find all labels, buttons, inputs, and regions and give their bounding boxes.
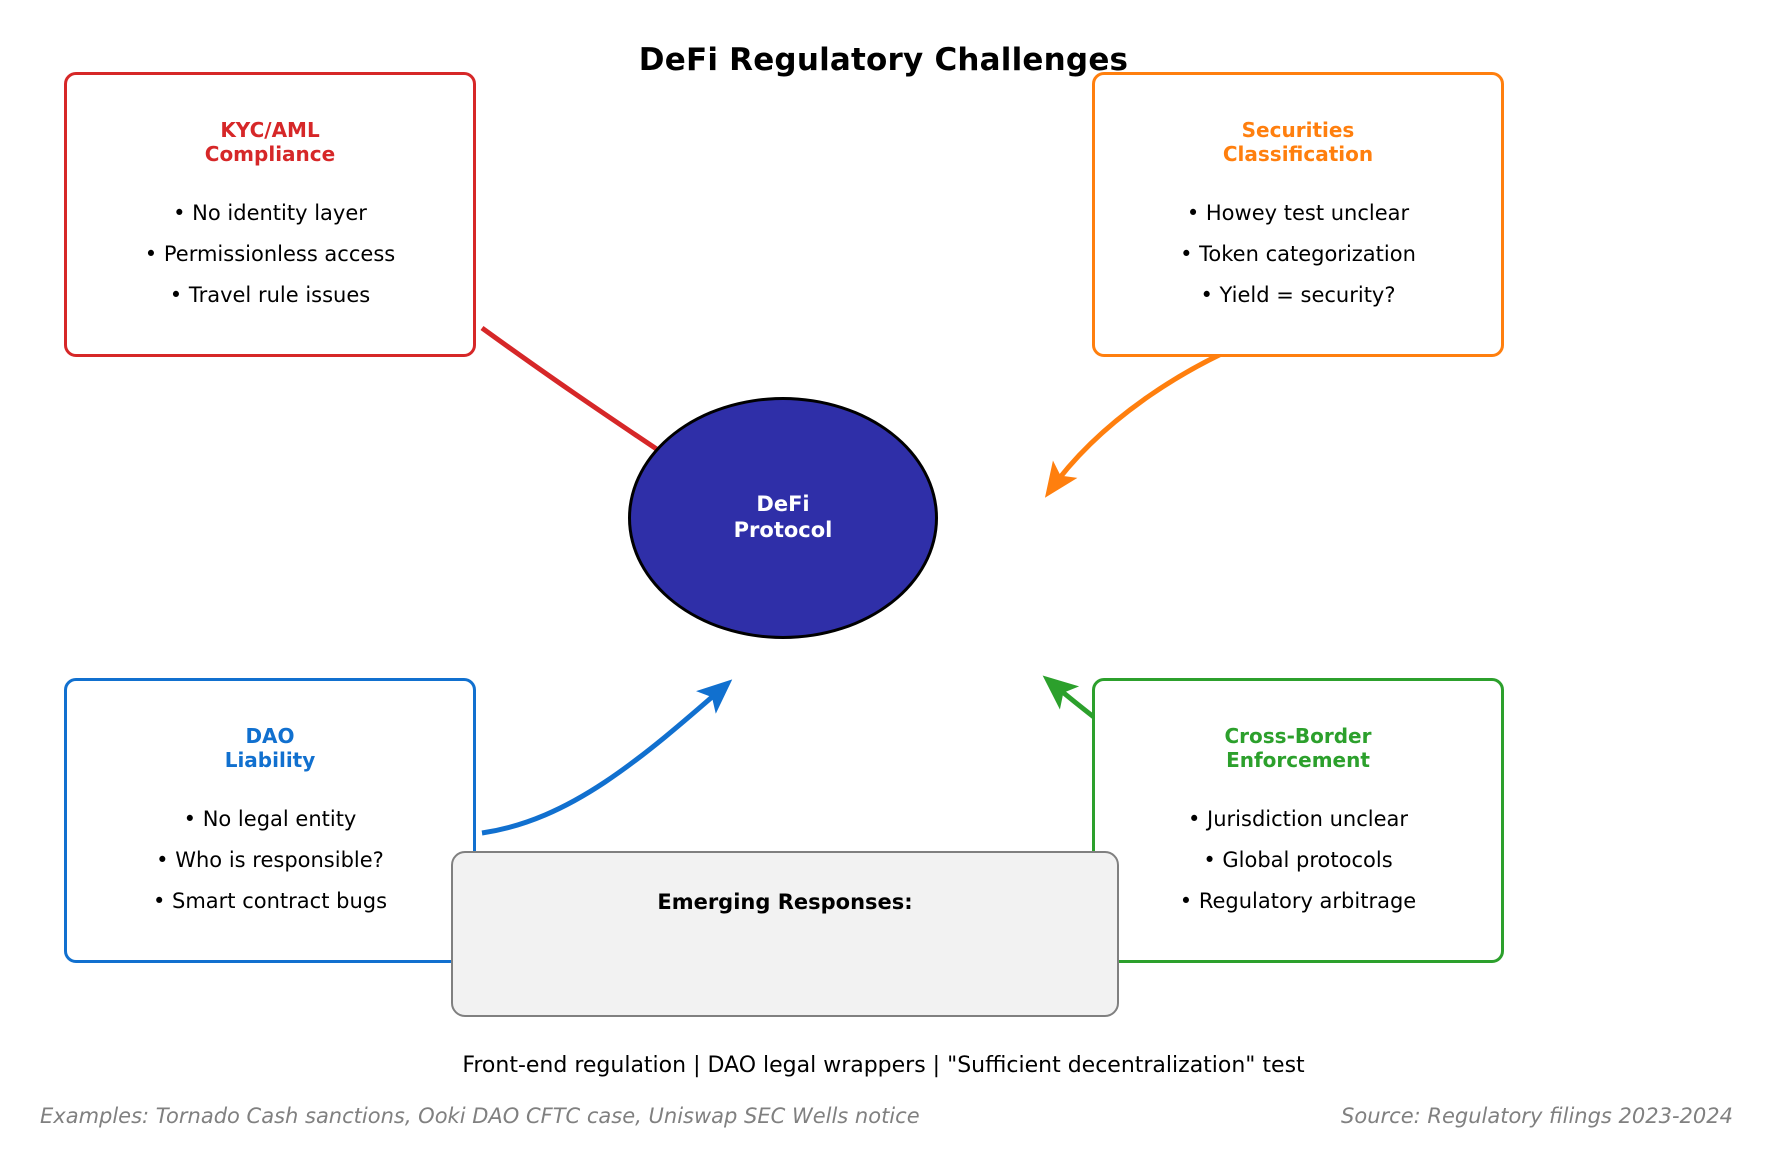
emerging-responses-panel: Emerging Responses: (451, 851, 1119, 1017)
challenge-box-crossborder-bullets: • Jurisdiction unclear • Global protocol… (1095, 799, 1501, 922)
challenge-box-crossborder-title: Cross-Border Enforcement (1224, 724, 1372, 773)
bullet-item: • Jurisdiction unclear (1187, 806, 1408, 831)
bullet-item: • Regulatory arbitrage (1179, 888, 1417, 913)
arrow-dao-to-protocol (481, 679, 733, 836)
bullet-item: • Global protocols (1203, 847, 1393, 872)
challenge-box-securities[interactable]: Securities Classification • Howey test u… (1092, 72, 1504, 357)
challenge-box-securities-bullets: • Howey test unclear • Token categorizat… (1095, 193, 1501, 316)
bullet-item: • Who is responsible? (156, 847, 384, 872)
bullet-item: • No legal entity (183, 806, 357, 831)
bullet-item: • Travel rule issues (169, 282, 371, 307)
challenge-box-dao-bullets: • No legal entity • Who is responsible? … (67, 799, 473, 922)
challenge-box-crossborder[interactable]: Cross-Border Enforcement • Jurisdiction … (1092, 678, 1504, 963)
page-title: DeFi Regulatory Challenges (638, 42, 1129, 78)
bullet-item: • No identity layer (173, 200, 367, 225)
challenge-box-dao-title: DAO Liability (224, 724, 316, 773)
bullet-item: • Smart contract bugs (152, 888, 388, 913)
emerging-responses-heading: Emerging Responses: (657, 890, 913, 914)
footer-examples: Examples: Tornado Cash sanctions, Ooki D… (40, 1104, 920, 1128)
challenge-box-kyc[interactable]: KYC/AML Compliance • No identity layer •… (64, 72, 476, 357)
emerging-responses-detail: Front-end regulation | DAO legal wrapper… (462, 1053, 1305, 1078)
challenge-box-securities-title: Securities Classification (1222, 118, 1374, 167)
challenge-box-dao[interactable]: DAO Liability • No legal entity • Who is… (64, 678, 476, 963)
challenge-box-kyc-bullets: • No identity layer • Permissionless acc… (67, 193, 473, 316)
challenge-box-kyc-title: KYC/AML Compliance (204, 118, 336, 167)
center-node-defi-protocol[interactable]: DeFi Protocol (628, 397, 938, 639)
bullet-item: • Token categorization (1180, 241, 1416, 266)
bullet-item: • Permissionless access (144, 241, 396, 266)
footer-source: Source: Regulatory filings 2023-2024 (1341, 1104, 1733, 1128)
center-node-label: DeFi Protocol (733, 492, 833, 542)
bullet-item: • Howey test unclear (1186, 200, 1410, 225)
bullet-item: • Yield = security? (1200, 282, 1396, 307)
